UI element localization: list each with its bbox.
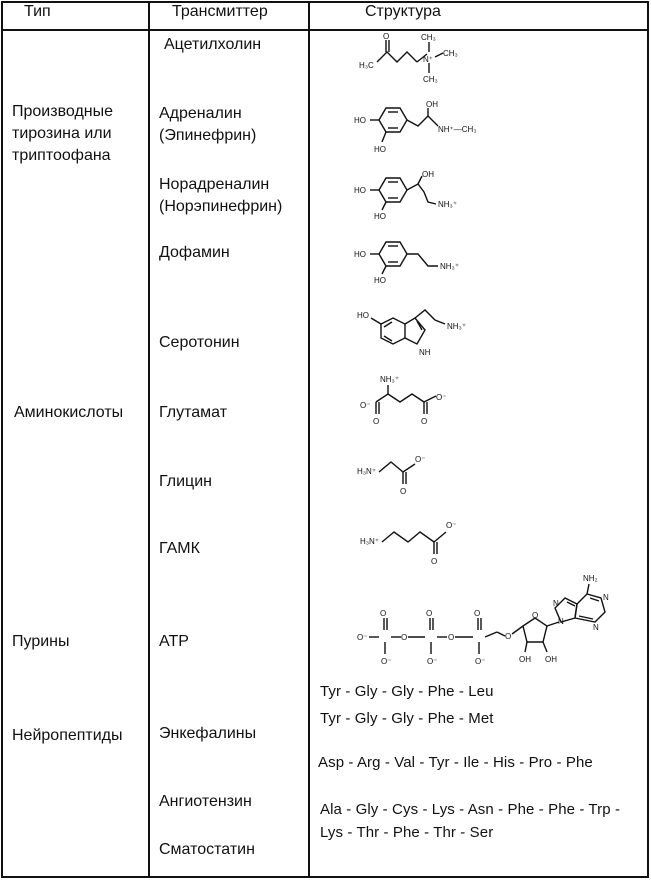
adrenaline-nh-ch3: NH⁺—CH₃ bbox=[438, 125, 477, 134]
sequence-enkephalin-leu: Tyr - Gly - Gly - Phe - Leu bbox=[320, 683, 494, 700]
atp-nh2: NH₂ bbox=[583, 574, 598, 583]
acetylcholine-ch3-right: CH₃ bbox=[443, 49, 458, 58]
glycine-o-minus: O⁻ bbox=[415, 455, 425, 464]
glutamate-o-minus-2: O⁻ bbox=[436, 393, 446, 402]
adrenaline-oh: OH bbox=[426, 100, 438, 109]
atp-o-minus-1: O⁻ bbox=[357, 633, 367, 642]
gaba-structure: H₃N⁺ O⁻ O bbox=[360, 521, 456, 566]
glutamate-o-2: O bbox=[421, 417, 427, 426]
atp-n-9: N bbox=[558, 617, 564, 626]
type-tyrosine-line3: триптоофана bbox=[12, 147, 111, 164]
glutamate-o-minus-1: O⁻ bbox=[360, 401, 370, 410]
gaba-o-minus: O⁻ bbox=[446, 521, 456, 530]
atp-oh-1: OH bbox=[519, 655, 531, 664]
header-divider bbox=[3, 29, 647, 31]
dopamine-ho-1: HO bbox=[354, 250, 366, 259]
column-divider-2 bbox=[308, 3, 310, 876]
atp-o-4: O bbox=[448, 633, 454, 642]
atp-n-3: N bbox=[593, 623, 599, 632]
atp-o-3: O bbox=[426, 609, 432, 618]
header-type: Тип bbox=[24, 3, 51, 20]
transmitter-somatostatin: Сматостатин bbox=[159, 841, 255, 858]
serotonin-structure: HO NH₃⁺ NH bbox=[357, 309, 466, 357]
atp-o-minus-4: O⁻ bbox=[475, 657, 485, 666]
transmitter-gaba: ГАМК bbox=[159, 540, 200, 557]
acetylcholine-ch3-top: CH₃ bbox=[421, 33, 436, 42]
atp-structure: O⁻ O O⁻ O O O⁻ O O O⁻ O O OH OH NH₂ N N … bbox=[357, 574, 609, 666]
atp-o-5: O bbox=[474, 609, 480, 618]
transmitter-serotonin: Серотонин bbox=[159, 334, 240, 351]
atp-o-1: O bbox=[380, 609, 386, 618]
glutamate-o-1: O bbox=[373, 417, 379, 426]
glycine-h3n: H₃N⁺ bbox=[357, 467, 376, 476]
transmitter-glutamate: Глутамат bbox=[159, 404, 228, 421]
transmitter-noradrenaline: Норадреналин bbox=[159, 176, 270, 193]
adrenaline-ho-1: HO bbox=[354, 116, 366, 125]
type-purines: Пурины bbox=[12, 633, 70, 650]
atp-n-7: N bbox=[553, 599, 559, 608]
type-tyrosine-line2: тирозина или bbox=[12, 125, 112, 142]
transmitter-dopamine: Дофамин bbox=[159, 244, 230, 261]
noradrenaline-structure: HO HO OH NH₃⁺ bbox=[354, 170, 457, 221]
gaba-h3n: H₃N⁺ bbox=[360, 537, 379, 546]
atp-oh-2: OH bbox=[545, 655, 557, 664]
transmitter-atp: ATP bbox=[159, 633, 189, 650]
serotonin-nh3: NH₃⁺ bbox=[447, 322, 466, 331]
atp-o-minus-3: O⁻ bbox=[427, 657, 437, 666]
serotonin-ho: HO bbox=[357, 311, 369, 320]
acetylcholine-h3c: H₃C bbox=[359, 61, 374, 70]
type-amino-acids: Аминокислоты bbox=[14, 404, 124, 421]
sequence-somatostatin-line2: Lys - Thr - Phe - Thr - Ser bbox=[320, 824, 494, 841]
atp-o-2: O bbox=[401, 633, 407, 642]
sequence-somatostatin-line1: Ala - Gly - Cys - Lys - Asn - Phe - Phe … bbox=[320, 801, 621, 818]
sequence-angiotensin: Asp - Arg - Val - Tyr - Ile - His - Pro … bbox=[318, 754, 593, 771]
transmitter-enkephalins: Энкефалины bbox=[159, 725, 257, 742]
header-structure: Структура bbox=[365, 3, 441, 20]
transmitter-angiotensin: Ангиотензин bbox=[159, 793, 252, 810]
transmitter-acetylcholine: Ацетилхолин bbox=[164, 36, 262, 53]
noradrenaline-nh3: NH₃⁺ bbox=[438, 200, 457, 209]
transmitter-adrenaline-alt: (Эпинефрин) bbox=[159, 127, 257, 144]
adrenaline-structure: HO HO OH NH⁺—CH₃ bbox=[354, 100, 477, 154]
atp-o-ring: O bbox=[532, 611, 538, 620]
glycine-structure: H₃N⁺ O⁻ O bbox=[357, 455, 425, 496]
glycine-o: O bbox=[400, 487, 406, 496]
column-divider-1 bbox=[148, 3, 150, 876]
acetylcholine-structure: O H₃C N⁺ CH₃ CH₃ CH₃ bbox=[359, 32, 458, 84]
sequence-enkephalin-met: Tyr - Gly - Gly - Phe - Met bbox=[320, 710, 494, 727]
type-neuropeptides: Нейропептиды bbox=[12, 727, 123, 744]
glutamate-structure: NH₃⁺ O⁻ O O⁻ O bbox=[360, 375, 446, 426]
serotonin-nh: NH bbox=[419, 348, 431, 357]
dopamine-nh3: NH₃⁺ bbox=[440, 262, 459, 271]
noradrenaline-ho-1: HO bbox=[354, 186, 366, 195]
glutamate-nh3: NH₃⁺ bbox=[380, 375, 399, 384]
transmitter-adrenaline: Адреналин bbox=[159, 105, 242, 122]
header-transmitter: Трансмиттер bbox=[172, 3, 268, 20]
acetylcholine-ch3-bottom: CH₃ bbox=[423, 75, 438, 84]
acetylcholine-n-plus: N⁺ bbox=[423, 55, 433, 64]
type-tyrosine-line1: Производные bbox=[12, 103, 114, 120]
acetylcholine-o: O bbox=[383, 32, 389, 41]
atp-n-1: N bbox=[603, 593, 609, 602]
noradrenaline-ho-2: HO bbox=[374, 212, 386, 221]
gaba-o: O bbox=[431, 557, 437, 566]
dopamine-structure: HO HO NH₃⁺ bbox=[354, 241, 459, 285]
noradrenaline-oh: OH bbox=[422, 170, 434, 179]
atp-o-6: O bbox=[505, 632, 511, 641]
dopamine-ho-2: HO bbox=[374, 276, 386, 285]
transmitter-noradrenaline-alt: (Норэпинефрин) bbox=[159, 198, 283, 215]
transmitter-glycine: Глицин bbox=[159, 473, 212, 490]
adrenaline-ho-2: HO bbox=[374, 145, 386, 154]
atp-o-minus-2: O⁻ bbox=[381, 657, 391, 666]
